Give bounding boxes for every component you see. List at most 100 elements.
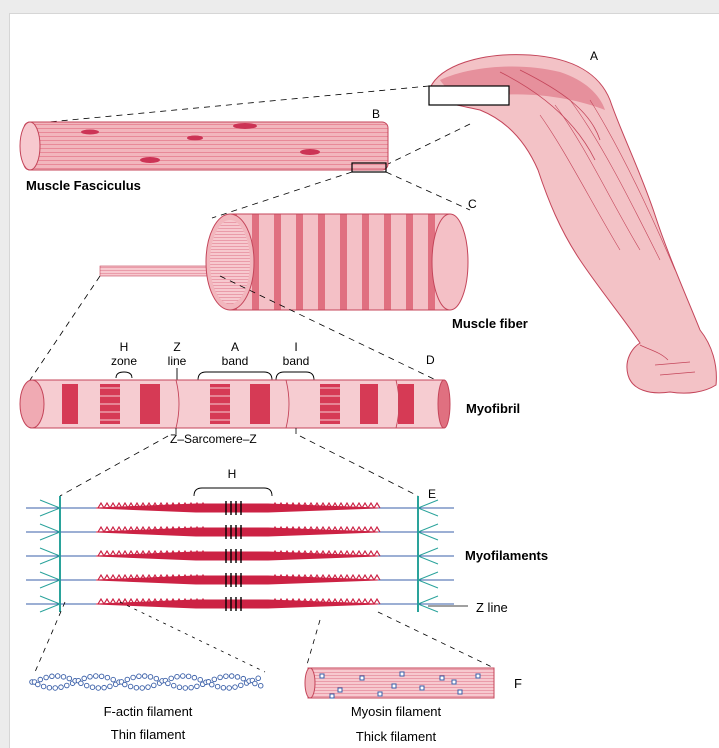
actin-monomer — [53, 686, 58, 691]
myosin-filament-label: Myosin filament — [351, 704, 442, 719]
actin-monomer — [142, 674, 147, 679]
actin-monomer — [166, 681, 171, 686]
myofibril-label: Myofibril — [466, 401, 520, 416]
label-d: D — [426, 353, 435, 367]
actin-monomer — [50, 674, 55, 679]
actin-monomer — [256, 676, 261, 681]
actin-monomer — [55, 674, 60, 679]
actin-monomer — [210, 682, 215, 687]
label-e: E — [428, 487, 436, 501]
i-band-label-2: band — [283, 354, 310, 368]
actin-monomer — [131, 675, 136, 680]
myofilaments-illustration — [26, 496, 454, 612]
actin-monomer — [108, 684, 113, 689]
actin-monomer — [258, 683, 263, 688]
connector-line — [378, 612, 494, 668]
actin-monomer — [181, 674, 186, 679]
h-zone-label-2: zone — [111, 354, 137, 368]
actin-monomer — [177, 685, 182, 690]
connector-line — [386, 172, 470, 210]
actin-monomer — [189, 685, 194, 690]
actin-monomer — [134, 685, 139, 690]
actin-monomer — [227, 686, 232, 691]
myosin-head — [330, 694, 334, 698]
actin-monomer — [233, 685, 238, 690]
connector-line — [38, 86, 429, 123]
actin-monomer — [44, 675, 49, 680]
actin-monomer — [47, 685, 52, 690]
thick-filament-label: Thick filament — [356, 729, 437, 744]
muscle-fasciculus-illustration — [20, 122, 388, 172]
actin-monomer — [125, 677, 130, 682]
actin-monomer — [105, 675, 110, 680]
myosin-head — [392, 684, 396, 688]
connector-line — [306, 620, 320, 668]
myosin-head — [420, 686, 424, 690]
actin-monomer — [198, 677, 203, 682]
actin-monomer — [102, 685, 107, 690]
actin-monomer — [36, 682, 41, 687]
myosin-head — [440, 676, 444, 680]
band-labels: H zone Z line A band I band — [111, 340, 314, 384]
myofilaments-label: Myofilaments — [465, 548, 548, 563]
myosin-head — [320, 674, 324, 678]
actin-monomer — [41, 684, 46, 689]
muscle-fiber-label: Muscle fiber — [452, 316, 528, 331]
actin-monomer — [88, 674, 93, 679]
muscle-fiber-illustration — [100, 214, 468, 310]
connector-line — [60, 436, 168, 496]
connector-line — [120, 602, 265, 672]
actin-monomer — [235, 675, 240, 680]
f-actin-filament-illustration — [30, 674, 263, 691]
myosin-head — [378, 692, 382, 696]
actin-monomer — [96, 686, 101, 691]
myosin-head — [458, 690, 462, 694]
connector-line — [388, 124, 470, 164]
a-band-label-2: band — [222, 354, 249, 368]
i-band-label: I — [294, 340, 297, 354]
actin-monomer — [253, 681, 258, 686]
actin-monomer — [148, 675, 153, 680]
actin-monomer — [82, 676, 87, 681]
label-c: C — [468, 197, 477, 211]
sarcomere-label: Z–Sarcomere–Z — [170, 432, 257, 446]
actin-monomer — [221, 685, 226, 690]
actin-monomer — [137, 674, 142, 679]
actin-monomer — [67, 676, 72, 681]
label-f: F — [514, 676, 522, 691]
myosin-head — [360, 676, 364, 680]
actin-monomer — [59, 685, 64, 690]
label-a: A — [590, 49, 598, 63]
actin-monomer — [140, 686, 145, 691]
z-line-label: Z — [173, 340, 180, 354]
actin-monomer — [169, 676, 174, 681]
actin-monomer — [152, 683, 157, 688]
h-label-myofilaments: H — [228, 467, 237, 481]
actin-monomer — [218, 675, 223, 680]
muscle-fasciculus-label: Muscle Fasciculus — [26, 178, 141, 193]
myosin-head — [452, 680, 456, 684]
connector-line — [35, 602, 65, 672]
actin-monomer — [195, 684, 200, 689]
actin-monomer — [38, 677, 43, 682]
actin-monomer — [84, 683, 89, 688]
actin-monomer — [239, 683, 244, 688]
z-line-right-label: Z line — [476, 600, 508, 615]
actin-monomer — [212, 677, 217, 682]
connector-line — [300, 436, 418, 496]
actin-monomer — [61, 675, 66, 680]
actin-monomer — [215, 684, 220, 689]
f-actin-label: F-actin filament — [104, 704, 193, 719]
connector-line — [212, 172, 352, 218]
actin-monomer — [65, 683, 70, 688]
actin-monomer — [146, 685, 151, 690]
actin-monomer — [224, 674, 229, 679]
z-line-label-2: line — [168, 354, 187, 368]
actin-monomer — [229, 674, 234, 679]
actin-monomer — [192, 675, 197, 680]
actin-monomer — [183, 686, 188, 691]
label-b: B — [372, 107, 380, 121]
myosin-head — [338, 688, 342, 692]
actin-monomer — [94, 674, 99, 679]
